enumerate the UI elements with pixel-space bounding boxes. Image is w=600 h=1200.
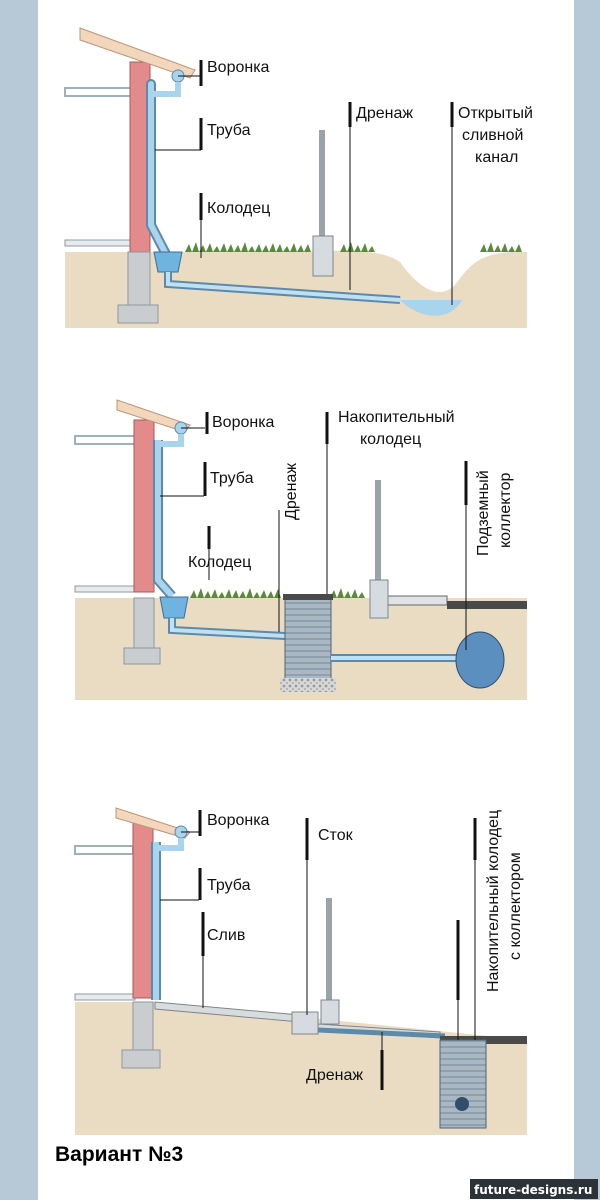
gravel-bed xyxy=(280,678,336,692)
label-funnel: Воронка xyxy=(207,59,270,76)
roof xyxy=(79,27,196,79)
inspection-post xyxy=(375,480,381,584)
foundation xyxy=(127,251,151,308)
underground-collector xyxy=(455,631,505,689)
collector-opening xyxy=(455,1097,469,1111)
watermark: future-designs.ru xyxy=(474,1183,592,1197)
label-funnel: Воронка xyxy=(212,414,275,431)
variant-1-scene: Воронка Труба Колодец Дренаж Открытый сл… xyxy=(64,27,533,328)
footing xyxy=(121,1049,161,1069)
label-well: Колодец xyxy=(207,200,270,217)
label-canal-2: сливной xyxy=(462,127,523,144)
downpipe-fill xyxy=(155,440,175,598)
floor-slab xyxy=(64,239,134,247)
label-pipe: Труба xyxy=(207,877,251,894)
variant-2-leaders xyxy=(160,412,468,650)
storage-well-lid xyxy=(283,594,333,600)
canal-water xyxy=(400,300,462,316)
downpipe-fill xyxy=(148,81,171,261)
footing xyxy=(117,304,159,324)
inspection-box xyxy=(369,579,389,619)
downpipe-top xyxy=(158,434,184,447)
wall xyxy=(132,821,154,999)
label-drain: Дренаж xyxy=(283,463,300,520)
storage-well xyxy=(439,1039,487,1129)
floor-slab xyxy=(74,585,138,593)
storage-well xyxy=(284,597,332,681)
paving xyxy=(384,595,448,606)
foundation xyxy=(133,597,155,651)
catch-well xyxy=(153,251,183,273)
grass xyxy=(185,242,311,252)
wall xyxy=(133,419,155,593)
grass xyxy=(340,242,375,252)
inspection-post xyxy=(326,898,332,1002)
label-drain: Дренаж xyxy=(356,105,413,122)
variant-3-scene: Воронка Труба Слив Сток Дренаж Накопител… xyxy=(74,807,527,1135)
drain-pipe-fill xyxy=(166,272,401,302)
label-canal-3: канал xyxy=(475,149,518,166)
floor-slab xyxy=(74,993,136,1001)
label-drain: Дренаж xyxy=(306,1067,363,1084)
variant-1-leaders xyxy=(155,60,454,305)
catch-well xyxy=(159,596,189,619)
drain-pipe-fill xyxy=(170,618,286,638)
inspection-box xyxy=(312,235,334,277)
floor-beam xyxy=(74,845,134,855)
label-canal-1: Открытый xyxy=(458,105,533,122)
label-collector-1: Подземный xyxy=(475,470,492,556)
floor-beam xyxy=(74,435,136,445)
sand-trap xyxy=(291,1011,319,1035)
watermark-bar xyxy=(470,1179,598,1199)
grass xyxy=(190,588,281,598)
label-storage-2: колодец xyxy=(360,431,421,448)
label-funnel: Воронка xyxy=(207,812,270,829)
label-storage-2: с коллектором xyxy=(507,852,524,960)
label-well: Колодец xyxy=(188,554,251,571)
inspection-post xyxy=(319,130,325,240)
footing xyxy=(123,647,161,665)
variant-caption: Вариант №3 xyxy=(55,1143,183,1166)
label-storage-1: Накопительный xyxy=(338,409,455,426)
floor-beam xyxy=(64,87,132,97)
inspection-box xyxy=(320,999,340,1025)
grass xyxy=(330,588,365,598)
label-pipe: Труба xyxy=(207,122,251,139)
downpipe-top xyxy=(156,838,184,851)
variant-3-leaders xyxy=(160,810,477,1090)
roof xyxy=(115,807,191,839)
label-outlet: Слив xyxy=(207,927,245,944)
label-collector-2: коллектор xyxy=(497,472,514,548)
label-runoff: Сток xyxy=(318,827,354,844)
label-storage-1: Накопительный колодец xyxy=(485,810,502,992)
grass xyxy=(480,242,522,252)
variant-2-scene: Воронка Труба Колодец Дренаж Накопительн… xyxy=(74,399,527,700)
downpipe-top xyxy=(151,82,181,97)
foundation xyxy=(132,1001,154,1053)
paving-dark xyxy=(447,601,527,609)
label-pipe: Труба xyxy=(210,470,254,487)
